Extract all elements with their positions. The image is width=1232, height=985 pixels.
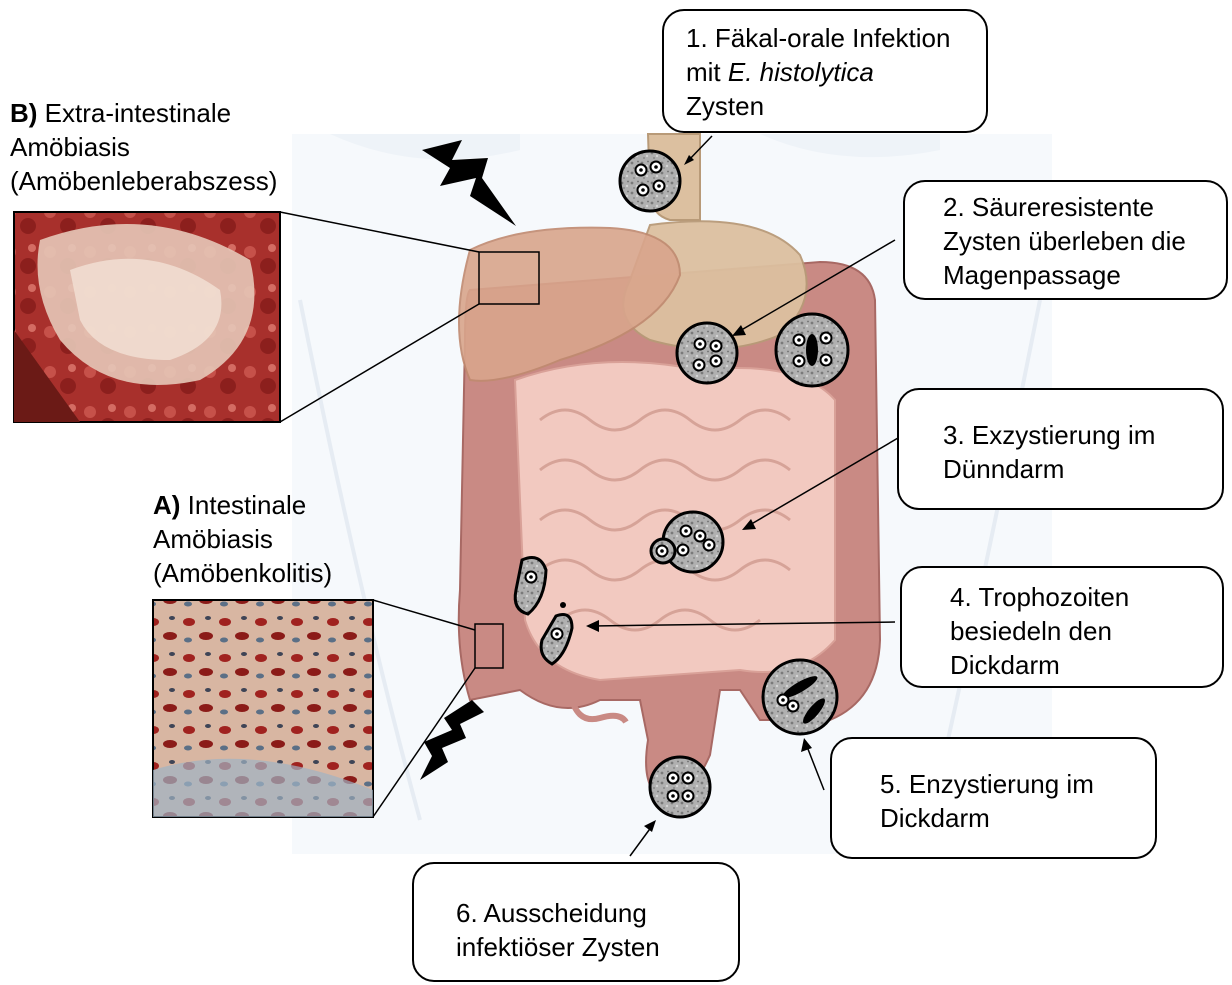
cyst-colon-top: [776, 314, 848, 386]
step-2-line-1: 2. Säureresistente: [943, 190, 1226, 224]
nucleus-core: [639, 168, 643, 172]
nucleus-core: [660, 549, 664, 553]
nucleus-core: [797, 338, 801, 342]
extra-line-2: Amöbiasis: [10, 130, 277, 164]
nucleus-core: [797, 359, 801, 363]
step-1-box: 1. Fäkal-orale Infektion mit E. histolyt…: [662, 9, 988, 133]
nucleus-core: [641, 188, 645, 192]
nucleus-core: [555, 632, 559, 636]
step-4-line-1: 4. Trophozoiten: [950, 580, 1222, 614]
step-2-line-2: Zysten überleben die: [943, 224, 1226, 258]
nucleus-core: [714, 359, 718, 363]
step-3-line-1: 3. Exzystierung im: [943, 418, 1222, 452]
nucleus-core: [698, 534, 702, 538]
intestinal-label: A) Intestinale Amöbiasis (Amöbenkolitis): [153, 488, 332, 590]
step-6-box: 6. Ausscheidung infektiöser Zysten: [412, 862, 740, 982]
cyst-stomach: [677, 323, 737, 383]
step-3-line-2: Dünndarm: [943, 452, 1222, 486]
cyst-encysting: [763, 660, 837, 734]
extra-line-1: Extra-intestinale: [45, 98, 231, 128]
nucleus-core: [697, 363, 701, 367]
step-2-line-3: Magenpassage: [943, 258, 1226, 292]
nucleus-core: [781, 698, 785, 702]
intestinal-prefix: A): [153, 490, 180, 520]
intestinal-line-3: (Amöbenkolitis): [153, 556, 332, 590]
step-2-box: 2. Säureresistente Zysten überleben die …: [903, 180, 1228, 300]
step-4-box: 4. Trophozoiten besiedeln den Dickdarm: [900, 566, 1224, 688]
species-name: E. histolytica: [728, 57, 874, 87]
nucleus-core: [686, 776, 690, 780]
extra-line-3: (Amöbenleberabszess): [10, 164, 277, 198]
step-3-box: 3. Exzystierung im Dünndarm: [897, 388, 1224, 510]
nucleus-core: [657, 184, 661, 188]
liver-abscess-photo: [14, 212, 280, 422]
nucleus-core: [698, 342, 702, 346]
nucleus-core: [824, 336, 828, 340]
step-6-line-1: 6. Ausscheidung: [456, 896, 738, 930]
step-5-line-1: 5. Enzystierung im: [880, 767, 1155, 801]
intestinal-line-1: Intestinale: [188, 490, 307, 520]
nucleus-core: [707, 543, 711, 547]
nucleus-core: [824, 358, 828, 362]
nucleus-core: [671, 794, 675, 798]
nucleus-core: [714, 344, 718, 348]
step-1-line-1: 1. Fäkal-orale Infektion: [686, 21, 986, 55]
nucleus-core: [791, 704, 795, 708]
cyst-excreted: [650, 757, 710, 817]
step-4-line-3: Dickdarm: [950, 648, 1222, 682]
step-4-line-2: besiedeln den: [950, 614, 1222, 648]
step-6-line-2: infektiöser Zysten: [456, 930, 738, 964]
step-1-line-2: mit E. histolytica: [686, 55, 986, 89]
step-5-box: 5. Enzystierung im Dickdarm: [830, 737, 1157, 859]
step-1-line-3: Zysten: [686, 89, 986, 123]
nucleus-core: [684, 529, 688, 533]
nucleus-core: [686, 794, 690, 798]
nucleus-core: [671, 776, 675, 780]
colitis-photo: [153, 600, 373, 817]
nucleus-core: [529, 575, 533, 579]
intestinal-line-2: Amöbiasis: [153, 522, 332, 556]
extra-intestinal-label: B) Extra-intestinale Amöbiasis (Amöbenle…: [10, 96, 277, 198]
cyst-ingested: [620, 151, 680, 211]
step-5-line-2: Dickdarm: [880, 801, 1155, 835]
nucleus-core: [681, 548, 685, 552]
extra-prefix: B): [10, 98, 37, 128]
nucleus-core: [654, 165, 658, 169]
